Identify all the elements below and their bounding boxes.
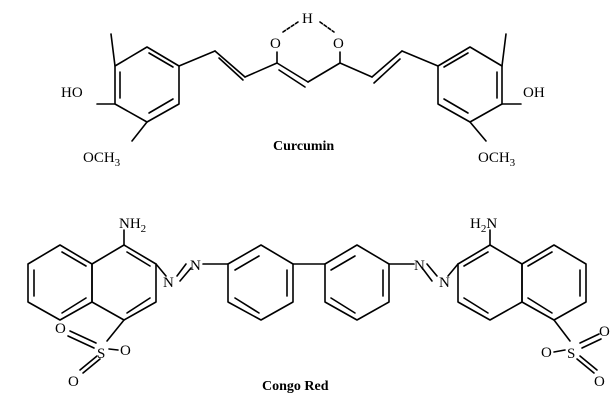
left-naphthalene [27,244,157,321]
congo-right-azo-n2: N [439,275,450,291]
curcumin-title: Curcumin [273,139,334,154]
right-naphthalene [457,244,587,321]
congo-right-o2: O [541,345,552,361]
left-sulfonate-bond [106,319,125,342]
congo-left-o1: O [55,321,66,337]
congo-right-h2n: H2N [470,216,497,235]
right-methyl-bond [501,33,507,67]
curcumin-methoxy-right: OCH3 [478,150,516,169]
congo-right-azo-n1: N [414,258,425,274]
congo-left-nh2: NH2 [119,216,146,235]
congo-left-azo-n2: N [190,258,201,274]
congo-left-azo-n1: N [163,275,174,291]
curcumin-methoxy-left: OCH3 [83,150,121,169]
curcumin-h-label: H [302,11,313,27]
curcumin-o-left-label: O [270,36,281,52]
congo-left-o2: O [120,343,131,359]
curcumin-ho-label: HO [61,85,83,101]
curcumin-right-ring [437,46,503,123]
left-methyl-bond [110,33,116,67]
congo-left-o3: O [68,374,79,390]
curcumin-o-right-label: O [333,36,344,52]
biphenyl-ring-right [324,244,390,321]
curcumin-structure: HO OH O O H OCH3 OCH3 Curcumin [61,11,545,169]
congo-right-o3: O [594,374,605,390]
right-ome-bond [469,121,487,142]
congo-right-o1: O [599,324,610,340]
congo-right-sulfur: S [567,346,575,362]
curcumin-left-ring [114,46,180,123]
right-sulfonate-bond [553,319,571,342]
curcumin-oh-label: OH [523,85,545,101]
left-ome-bond [131,121,148,142]
congo-red-title: Congo Red [262,379,329,394]
congo-red-structure: NH2 H2N N N N N S O O O S O O O Congo Re… [27,216,610,394]
congo-left-sulfur: S [97,346,105,362]
biphenyl-ring-left [227,244,294,321]
